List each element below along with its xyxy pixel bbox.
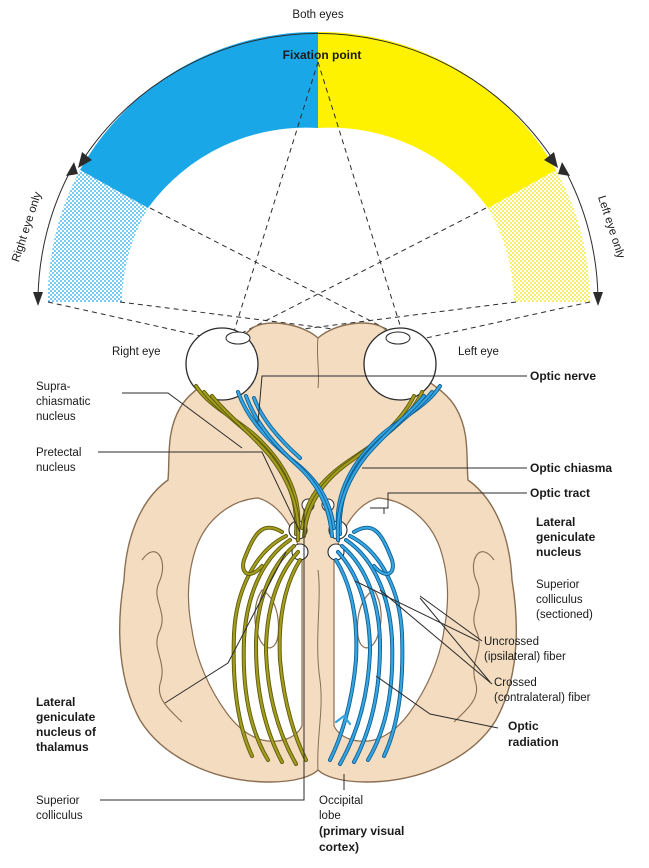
lgn-label-3: nucleus xyxy=(536,545,582,559)
labels-left: Supra- chiasmatic nucleus Pretectal nucl… xyxy=(36,381,97,822)
uncrossed-fiber-label-2: (ipsilateral) fiber xyxy=(484,651,566,663)
optic-radiation-label-1: Optic xyxy=(508,719,539,733)
lgn-label-1: Lateral xyxy=(536,515,575,529)
brain xyxy=(120,323,517,782)
right-eye-only-arrow-bottom xyxy=(33,292,43,306)
brain-outline xyxy=(120,323,517,782)
uncrossed-fiber-label-1: Uncrossed xyxy=(484,636,539,648)
pretectal-label-2: nucleus xyxy=(36,462,76,474)
superior-colliculus-label-1: Superior xyxy=(36,795,80,807)
crossed-fiber-label-1: Crossed xyxy=(494,677,537,689)
lgn-thalamus-label-1: Lateral xyxy=(36,695,75,709)
left-eye-label: Left eye xyxy=(458,346,499,358)
optic-nerve-label: Optic nerve xyxy=(530,369,596,383)
suprachiasmatic-label-1: Supra- xyxy=(36,381,71,393)
suprachiasmatic-label-2: chiasmatic xyxy=(36,396,91,408)
sc-sectioned-label-1: Superior xyxy=(536,579,580,591)
both-eyes-label: Both eyes xyxy=(292,9,343,21)
lgn-label-2: geniculate xyxy=(536,530,596,544)
sc-sectioned-label-2: colliculus xyxy=(536,594,583,606)
superior-colliculus-label-2: colliculus xyxy=(36,810,83,822)
left-eye-only-arrow-top xyxy=(558,162,570,176)
pretectal-label-1: Pretectal xyxy=(36,447,81,459)
right-eye-lens xyxy=(226,332,250,344)
occipital-label-3: (primary visual xyxy=(319,824,404,838)
right-eye-only-label: Right eye only xyxy=(10,190,44,263)
optic-radiation-label-2: radiation xyxy=(508,735,559,749)
fixation-point-label: Fixation point xyxy=(283,48,362,62)
lgn-thalamus-label-4: thalamus xyxy=(36,740,89,754)
left-eye-lens xyxy=(386,332,410,344)
crossed-fiber-label-2: (contralateral) fiber xyxy=(494,692,591,704)
occipital-label-1: Occipital xyxy=(319,795,363,807)
right-eye-label: Right eye xyxy=(112,346,161,358)
left-eye-only-label: Left eye only xyxy=(595,194,627,260)
suprachiasmatic-label-3: nucleus xyxy=(36,411,76,423)
right-eye-only-arrow-top xyxy=(66,162,78,176)
visual-field: Both eyes Fixation point Right eye only … xyxy=(10,9,627,306)
optic-chiasma-label: Optic chiasma xyxy=(530,461,612,475)
sc-sectioned-label-3: (sectioned) xyxy=(536,609,593,621)
optic-tract-label: Optic tract xyxy=(530,486,590,500)
occipital-label-2: lobe xyxy=(319,810,341,822)
lgn-thalamus-label-3: nucleus of xyxy=(36,725,97,739)
occipital-label-4: cortex) xyxy=(319,840,359,854)
labels-bottom: Occipital lobe (primary visual cortex) xyxy=(319,795,404,854)
left-eye-only-arrow-bottom xyxy=(593,292,603,306)
lgn-thalamus-label-2: geniculate xyxy=(36,710,96,724)
